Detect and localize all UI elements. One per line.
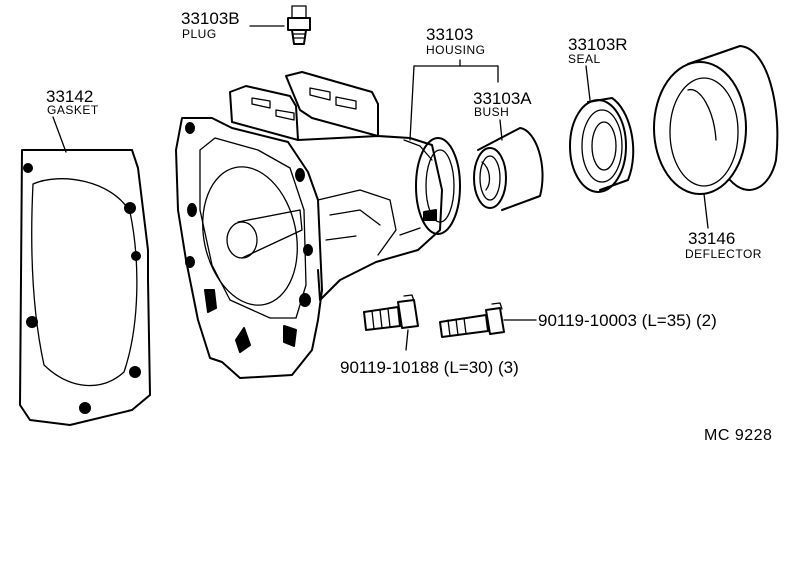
housing-part-name: HOUSING: [426, 43, 486, 57]
plug-drawing: [249, 5, 311, 45]
housing-part-number: 33103: [426, 25, 474, 44]
housing-leader: [409, 59, 499, 141]
bush-part-number: 33103A: [473, 89, 532, 108]
gasket-part-number: 33142: [46, 87, 94, 106]
bolt-b-drawing: [363, 294, 419, 351]
gasket-drawing: [19, 116, 151, 426]
deflector-part-number: 33146: [688, 229, 736, 248]
seal-part-number: 33103R: [568, 35, 628, 54]
gasket-hole: [26, 316, 38, 328]
gasket-hole: [23, 163, 33, 173]
housing-drawing: [175, 71, 461, 379]
plug-part-name: PLUG: [182, 27, 217, 41]
seal-part-name: SEAL: [568, 52, 601, 66]
gasket-part-name: GASKET: [47, 103, 99, 117]
gasket-hole: [131, 251, 141, 261]
diagram-reference-code: MC 9228: [704, 427, 773, 444]
bolt-b-part-label: 90119-10188 (L=30) (3): [340, 358, 519, 377]
seal-drawing: [569, 65, 635, 193]
plug-part-number: 33103B: [181, 9, 240, 28]
gasket-hole: [124, 202, 136, 214]
bush-drawing: [473, 119, 544, 211]
gasket-hole: [129, 366, 141, 378]
bolt-a-drawing: [439, 302, 537, 338]
deflector-drawing: [653, 45, 779, 229]
gasket-hole: [79, 402, 91, 414]
bush-part-name: BUSH: [474, 105, 510, 119]
deflector-part-name: DEFLECTOR: [685, 247, 762, 261]
bolt-a-part-label: 90119-10003 (L=35) (2): [538, 311, 717, 330]
